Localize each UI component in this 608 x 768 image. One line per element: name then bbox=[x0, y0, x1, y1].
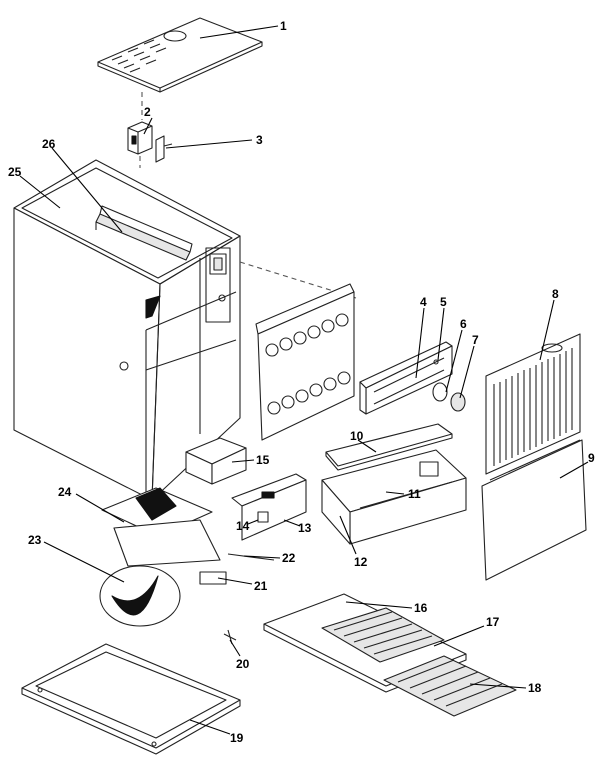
part-filter-left bbox=[321, 607, 445, 663]
callout-11: 11 bbox=[408, 487, 421, 501]
callout-14: 14 bbox=[236, 519, 250, 533]
part-base-tray bbox=[21, 643, 241, 755]
part-top-cover bbox=[97, 17, 263, 120]
callout-26: 26 bbox=[42, 137, 56, 151]
callout-10: 10 bbox=[350, 429, 364, 443]
callout-16: 16 bbox=[414, 601, 428, 615]
part-terminal bbox=[257, 511, 269, 523]
part-blower-housing bbox=[101, 487, 221, 567]
callout-12: 12 bbox=[354, 555, 368, 569]
part-cabinet bbox=[13, 159, 357, 501]
callout-5: 5 bbox=[440, 295, 447, 309]
callout-19: 19 bbox=[230, 731, 244, 745]
part-switch bbox=[127, 121, 153, 155]
part-element-bracket bbox=[359, 341, 453, 415]
part-access-panel bbox=[255, 283, 355, 441]
callout-6: 6 bbox=[460, 317, 467, 331]
part-blower-wheel bbox=[99, 565, 181, 627]
callout-2: 2 bbox=[144, 105, 151, 119]
callout-4: 4 bbox=[420, 295, 427, 309]
callout-21: 21 bbox=[254, 579, 268, 593]
callout-25: 25 bbox=[8, 165, 22, 179]
callout-8: 8 bbox=[552, 287, 559, 301]
callout-20: 20 bbox=[236, 657, 250, 671]
callout-22: 22 bbox=[282, 551, 296, 565]
callout-7: 7 bbox=[472, 333, 479, 347]
part-motor-mount bbox=[199, 553, 275, 585]
part-bracket bbox=[139, 135, 173, 168]
callout-17: 17 bbox=[486, 615, 500, 629]
callout-23: 23 bbox=[28, 533, 42, 547]
callout-13: 13 bbox=[298, 521, 312, 535]
callout-1: 1 bbox=[280, 19, 287, 33]
callout-leaders bbox=[19, 25, 589, 735]
part-grille bbox=[485, 333, 581, 475]
callout-9: 9 bbox=[588, 451, 595, 465]
callout-labels: 1 2 3 4 5 6 7 8 9 10 11 12 13 14 15 16 1… bbox=[8, 19, 595, 745]
callout-15: 15 bbox=[256, 453, 270, 467]
part-control-board bbox=[231, 473, 307, 541]
part-filter-right bbox=[383, 655, 517, 717]
part-screw bbox=[223, 629, 237, 645]
part-control-box bbox=[185, 437, 247, 485]
part-deck-plate bbox=[325, 423, 453, 471]
part-element bbox=[432, 382, 466, 412]
part-lower-panel bbox=[481, 439, 587, 581]
callout-18: 18 bbox=[528, 681, 542, 695]
callout-3: 3 bbox=[256, 133, 263, 147]
callout-24: 24 bbox=[58, 485, 72, 499]
part-deck-frame bbox=[321, 449, 467, 545]
